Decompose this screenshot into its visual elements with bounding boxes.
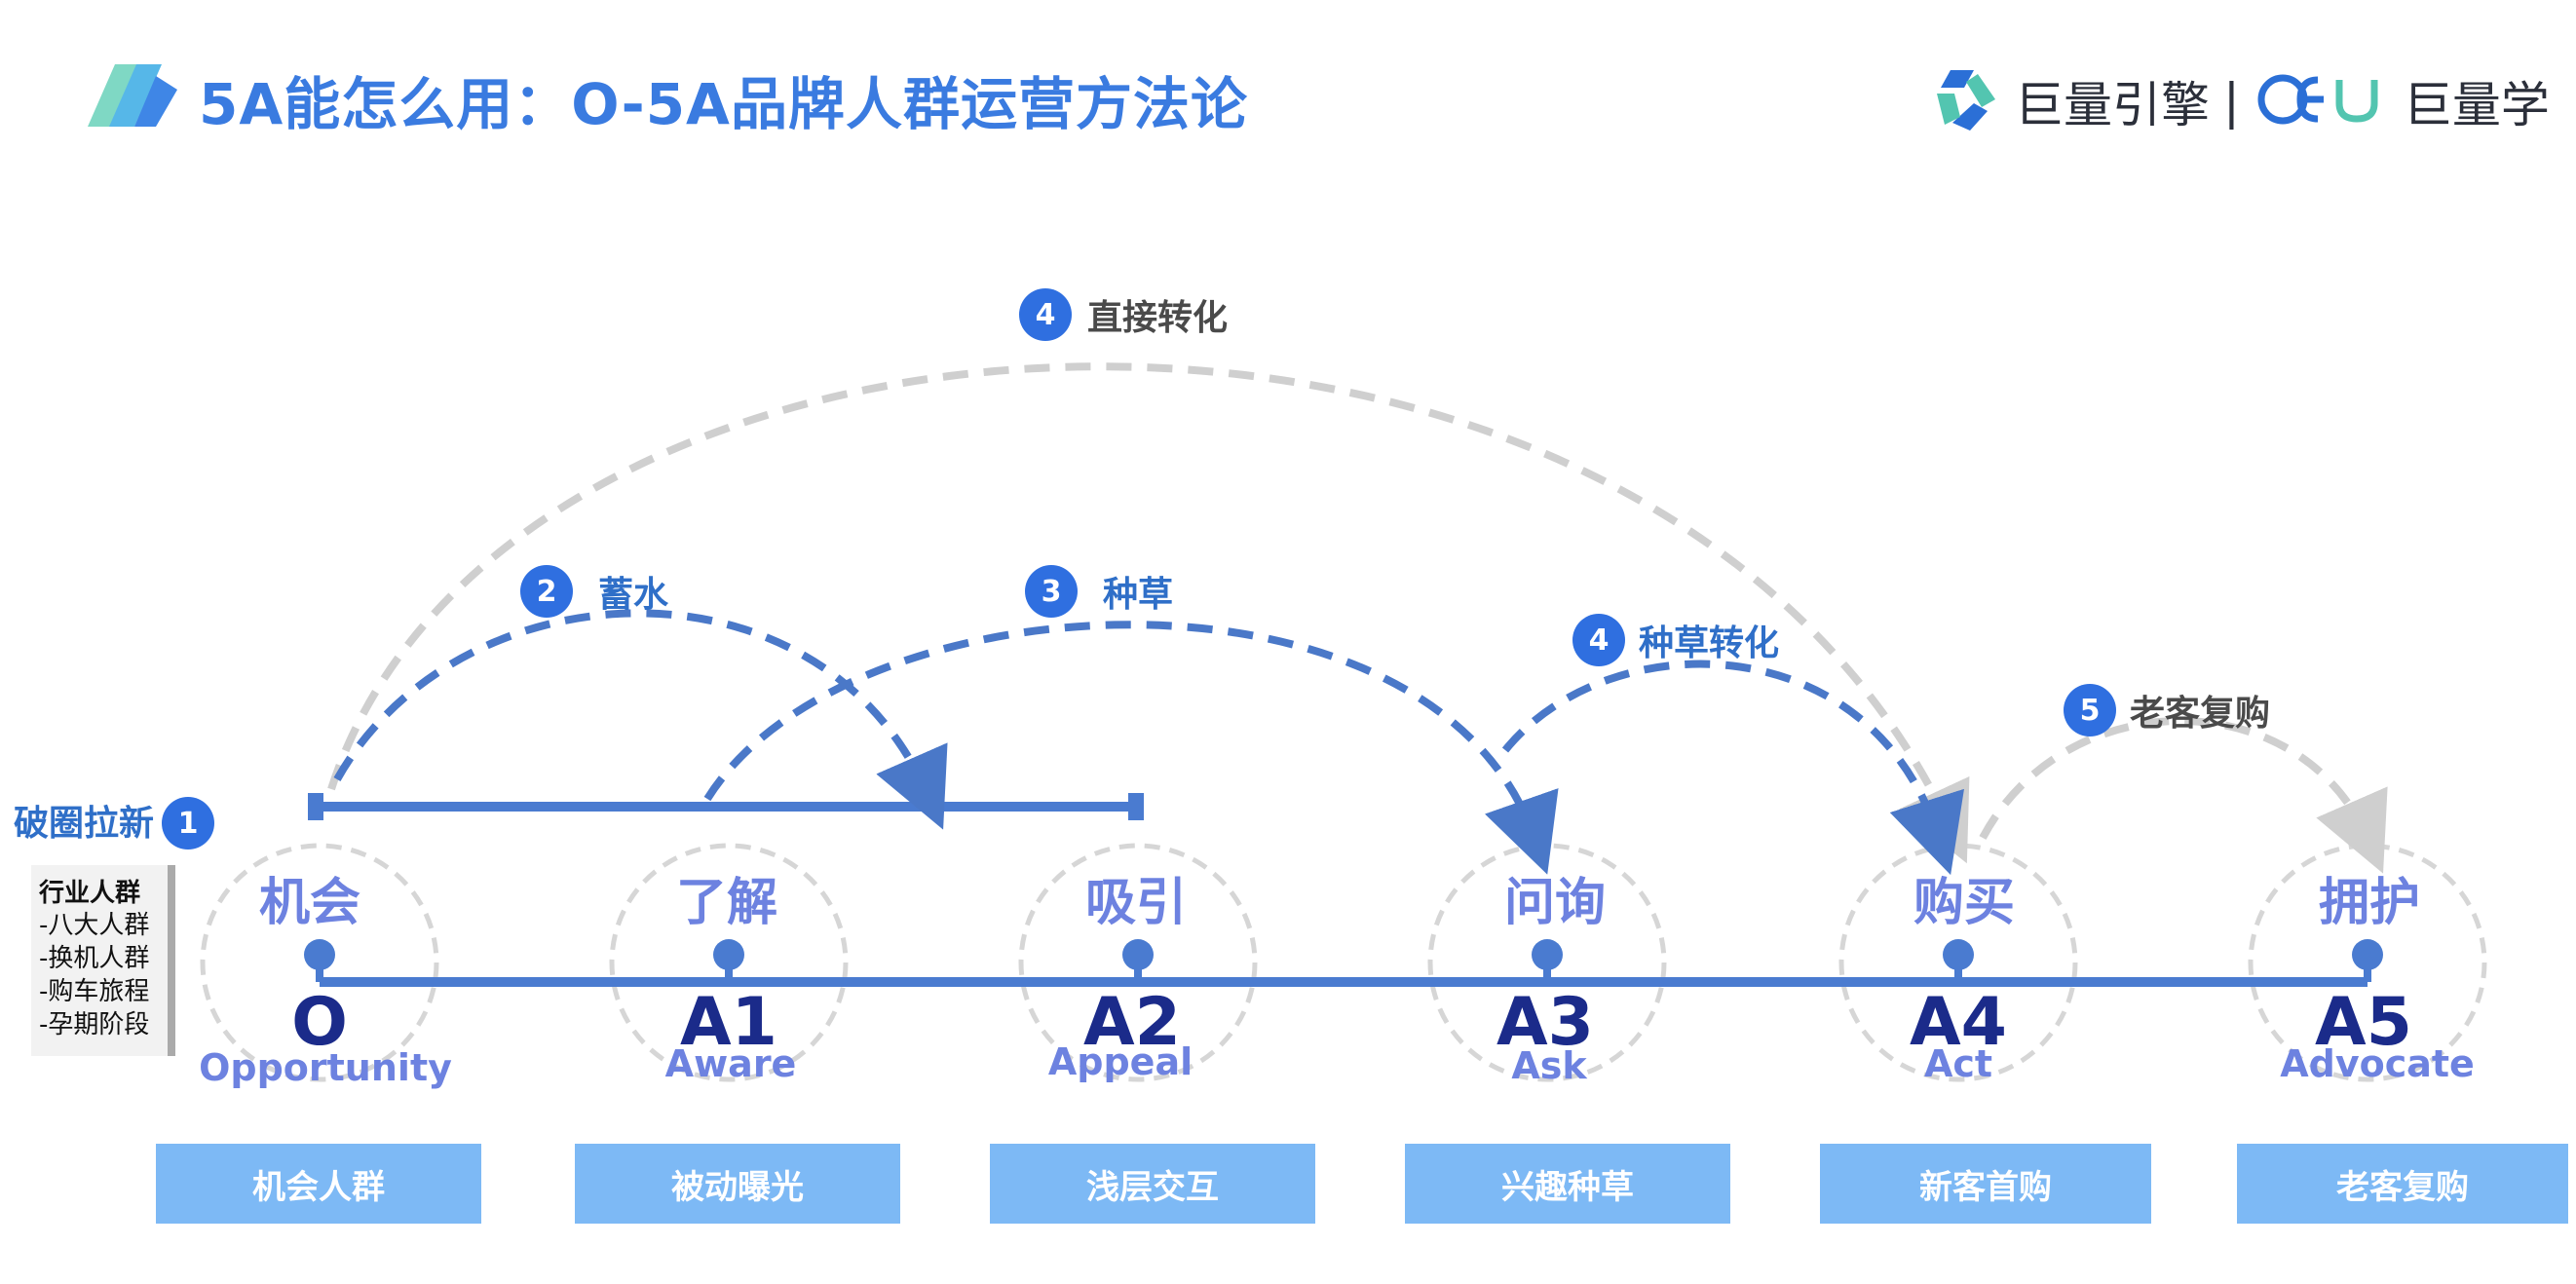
industry-item: -孕期阶段 [39,1010,150,1039]
badge-seeding-conversion: 4 [1572,614,1625,666]
badge-seeding: 3 [1025,565,1078,618]
arc-label-seeding-conversion: 4 种草转化 [1572,614,1779,666]
stage-circle-a1 [609,843,849,1082]
industry-item: -购车旅程 [39,977,150,1006]
stage-code-a2: A2 [1083,984,1181,1061]
badge-repurchase: 5 [2064,684,2116,736]
arc-label-reservoir: 2 蓄水 [520,565,668,618]
stage-cn-a1: 了解 [675,874,777,932]
label-seeding-conversion: 种草转化 [1639,623,1780,663]
label-repurchase: 老客复购 [2130,694,2271,734]
arc-seeding [703,621,1559,875]
stage-en-a5: Advocate [2280,1042,2475,1085]
stage-box-o: 机会人群 [156,1144,481,1224]
stage-code-a3: A3 [1496,984,1594,1061]
arc-direct-conversion [327,362,1970,864]
brand-separator: | [2223,73,2240,130]
arc-seeding-conversion [1501,660,1964,876]
stage-en-a2: Appeal [1047,1040,1193,1083]
stage-circle-a5 [2248,843,2487,1082]
arc-reservoir [333,609,948,830]
oceanengine-university-icon [2254,70,2390,132]
juliang-engine-icon [1931,64,2001,138]
stage-code-a4: A4 [1910,984,2007,1061]
industry-item: -换机人群 [39,944,150,973]
breakout-label: 破圈拉新 [14,804,155,844]
badge-direct-conversion: 4 [1019,288,1072,341]
brand-primary: 巨量引擎 [2015,77,2210,133]
stage-box-a2: 浅层交互 [990,1144,1315,1224]
arc-label-seeding: 3 种草 [1025,565,1173,618]
label-reservoir: 蓄水 [598,575,669,615]
label-seeding: 种草 [1103,575,1174,615]
industry-audience-panel: 行业人群 -八大人群 -换机人群 -购车旅程 -孕期阶段 [31,865,175,1056]
brand-secondary: 巨量学 [2403,77,2550,133]
node-a3 [1532,939,1563,970]
brand-logo: 巨量引擎 | 巨量学 [1931,62,2550,140]
node-a1 [713,939,744,970]
stage-box-a3: 兴趣种草 [1405,1144,1730,1224]
arc-label-repurchase: 5 老客复购 [2064,684,2270,736]
stage-en-a3: Ask [1511,1044,1587,1087]
node-a2 [1122,939,1154,970]
stage-cn-a4: 购买 [1913,874,2015,932]
industry-item: -八大人群 [39,911,150,940]
stage-box-a5: 老客复购 [2237,1144,2568,1224]
stage-code-a1: A1 [680,984,777,1061]
stage-box-a4: 新客首购 [1820,1144,2151,1224]
timeline-nodes [304,939,2383,982]
stage-box-a1: 被动曝光 [575,1144,900,1224]
stage-circle-o [200,843,439,1082]
title-logo-icon [86,57,179,134]
node-a4 [1943,939,1974,970]
stage-circles [200,843,2487,1082]
stage-circle-a4 [1838,843,2078,1082]
stage-en-a4: Act [1923,1042,1993,1085]
page-title: 5A能怎么用：O-5A品牌人群运营方法论 [199,71,1248,137]
badge-breakout: 1 [162,797,214,850]
arc-repurchase [1979,717,2388,874]
stage-cn-a5: 拥护 [2318,874,2420,932]
stage-cn-o: 机会 [258,874,360,932]
stage-cn-a3: 问询 [1503,874,1606,932]
stage-en-a1: Aware [664,1042,797,1085]
stage-code-o: O [291,984,348,1061]
stage-circle-a3 [1427,843,1667,1082]
stage-code-a5: A5 [2315,984,2412,1061]
industry-panel-title: 行业人群 [39,879,141,908]
breakout-range-line [308,793,1144,820]
stage-circle-a2 [1018,843,1258,1082]
node-o [304,939,335,970]
stage-cn-a2: 吸引 [1084,874,1187,932]
node-a5 [2352,939,2383,970]
label-direct-conversion: 直接转化 [1087,298,1229,338]
arc-label-direct-conversion: 4 直接转化 [1019,288,1228,341]
badge-reservoir: 2 [520,565,573,618]
stage-en-o: Opportunity [199,1046,452,1089]
